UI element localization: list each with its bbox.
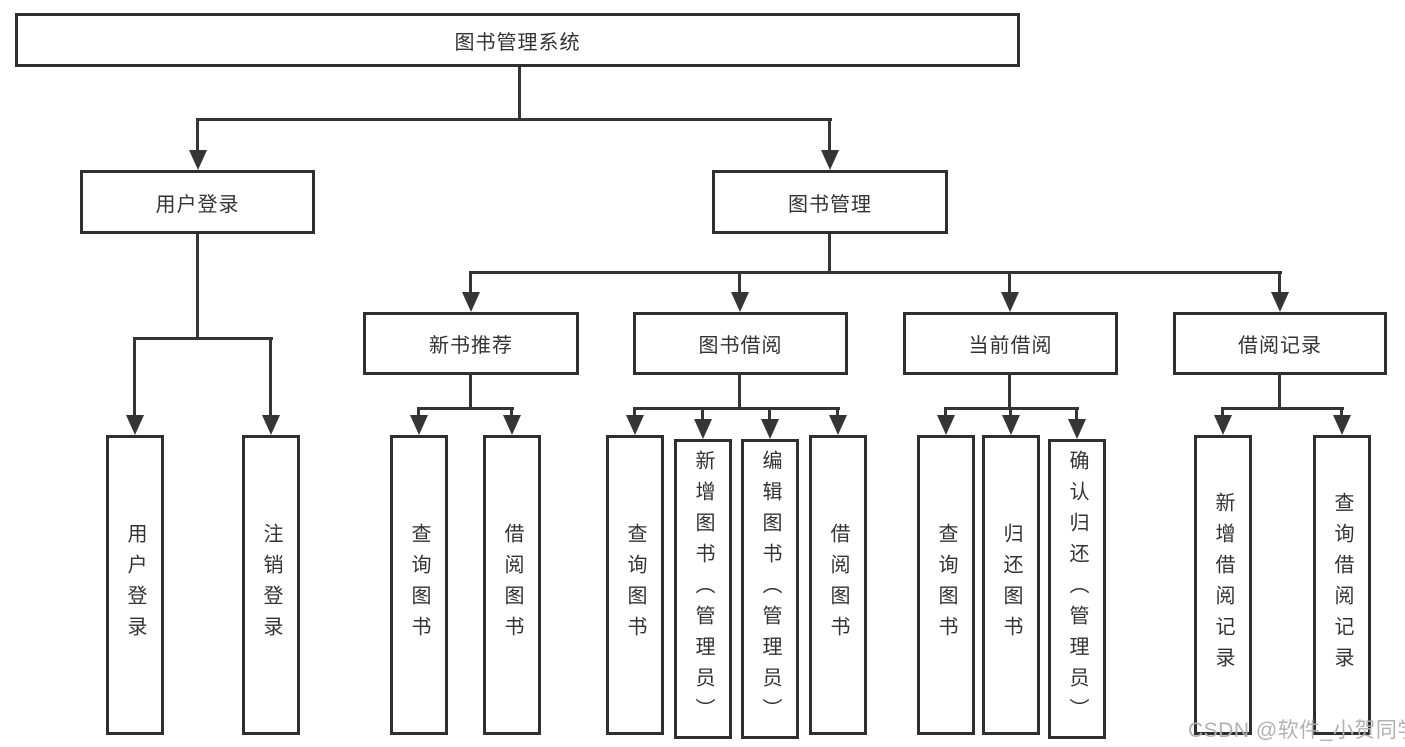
connector-line <box>1278 373 1281 407</box>
leaf-logout: 注销登录 <box>242 435 300 735</box>
arrowhead-down-icon <box>1214 415 1232 435</box>
node-book-borrow: 图书借阅 <box>633 312 848 375</box>
connector-line <box>469 271 1282 274</box>
arrowhead-down-icon <box>410 415 428 435</box>
arrowhead-down-icon <box>731 292 749 312</box>
connector-line <box>417 407 514 410</box>
connector-line <box>197 118 832 121</box>
leaf-query-book-1-label: 查询图书 <box>408 523 430 647</box>
connector-line <box>196 118 199 154</box>
arrowhead-down-icon <box>761 419 779 439</box>
node-current-borrow-label: 当前借阅 <box>968 335 1053 357</box>
connector-line <box>1278 271 1281 295</box>
connector-line <box>1009 407 1012 419</box>
connector-line <box>1075 407 1078 423</box>
connector-line <box>1221 407 1344 410</box>
leaf-confirm-return-admin: 确认归还（管理员） <box>1048 439 1106 739</box>
connector-line <box>133 337 136 419</box>
arrowhead-down-icon <box>829 415 847 435</box>
connector-line <box>196 234 199 337</box>
connector-line <box>269 337 272 419</box>
arrowhead-down-icon <box>1001 292 1019 312</box>
connector-line <box>633 407 840 410</box>
connector-line <box>1340 407 1343 419</box>
leaf-borrow-book-1: 借阅图书 <box>483 435 541 735</box>
leaf-user-login-label: 用户登录 <box>124 523 146 647</box>
leaf-add-borrow-record: 新增借阅记录 <box>1194 435 1252 735</box>
connector-line <box>1008 271 1011 295</box>
node-book-management: 图书管理 <box>712 170 948 234</box>
leaf-query-book-3: 查询图书 <box>917 435 975 735</box>
connector-line <box>828 118 831 154</box>
leaf-logout-label: 注销登录 <box>260 523 282 647</box>
node-current-borrow: 当前借阅 <box>903 312 1118 375</box>
connector-line <box>828 234 831 271</box>
leaf-edit-book-admin: 编辑图书（管理员） <box>741 439 799 739</box>
leaf-edit-book-admin-label: 编辑图书（管理员） <box>759 449 781 729</box>
node-book-borrow-label: 图书借阅 <box>698 335 783 357</box>
leaf-return-book: 归还图书 <box>982 435 1040 735</box>
connector-line <box>518 67 521 118</box>
node-user-login-label: 用户登录 <box>155 193 240 216</box>
connector-line <box>417 407 420 419</box>
leaf-query-book-2-label: 查询图书 <box>624 523 646 647</box>
connector-line <box>510 407 513 419</box>
arrowhead-down-icon <box>937 415 955 435</box>
connector-line <box>469 271 472 295</box>
node-new-book-recommend-label: 新书推荐 <box>429 335 513 357</box>
connector-line <box>1221 407 1224 419</box>
leaf-borrow-book-2-label: 借阅图书 <box>827 523 849 647</box>
leaf-query-borrow-record-label: 查询借阅记录 <box>1331 492 1353 678</box>
arrowhead-down-icon <box>694 419 712 439</box>
arrowhead-down-icon <box>626 415 644 435</box>
connector-line <box>836 407 839 419</box>
csdn-watermark: CSDN @软件_小贺同学 <box>1188 719 1405 742</box>
arrowhead-down-icon <box>1333 415 1351 435</box>
leaf-query-book-2: 查询图书 <box>606 435 664 735</box>
leaf-borrow-book-2: 借阅图书 <box>809 435 867 735</box>
leaf-add-book-admin: 新增图书（管理员） <box>674 439 732 739</box>
connector-line <box>944 407 947 419</box>
leaf-query-book-3-label: 查询图书 <box>935 523 957 647</box>
arrowhead-down-icon <box>821 150 839 170</box>
leaf-query-book-1: 查询图书 <box>390 435 448 735</box>
leaf-query-borrow-record: 查询借阅记录 <box>1313 435 1371 735</box>
connector-line <box>469 373 472 407</box>
connector-line <box>701 407 704 423</box>
leaf-user-login: 用户登录 <box>106 435 164 735</box>
arrowhead-down-icon <box>1002 415 1020 435</box>
connector-line <box>1008 373 1011 407</box>
arrowhead-down-icon <box>126 415 144 435</box>
arrowhead-down-icon <box>1271 292 1289 312</box>
connector-line <box>768 407 771 423</box>
leaf-confirm-return-admin-label: 确认归还（管理员） <box>1066 449 1088 729</box>
arrowhead-down-icon <box>262 415 280 435</box>
connector-line <box>738 271 741 295</box>
leaf-return-book-label: 归还图书 <box>1000 523 1022 647</box>
arrowhead-down-icon <box>503 415 521 435</box>
leaf-add-book-admin-label: 新增图书（管理员） <box>692 449 714 729</box>
node-borrow-records: 借阅记录 <box>1173 312 1387 375</box>
arrowhead-down-icon <box>1068 419 1086 439</box>
node-new-book-recommend: 新书推荐 <box>363 312 579 375</box>
node-root: 图书管理系统 <box>15 13 1020 67</box>
arrowhead-down-icon <box>462 292 480 312</box>
leaf-add-borrow-record-label: 新增借阅记录 <box>1212 492 1234 678</box>
node-root-label: 图书管理系统 <box>454 31 581 54</box>
node-book-management-label: 图书管理 <box>788 193 872 216</box>
connector-line <box>633 407 636 419</box>
connector-line <box>738 373 741 407</box>
connector-line <box>133 337 273 340</box>
node-user-login: 用户登录 <box>80 170 315 234</box>
node-borrow-records-label: 借阅记录 <box>1238 335 1322 357</box>
leaf-borrow-book-1-label: 借阅图书 <box>501 523 523 647</box>
arrowhead-down-icon <box>189 150 207 170</box>
